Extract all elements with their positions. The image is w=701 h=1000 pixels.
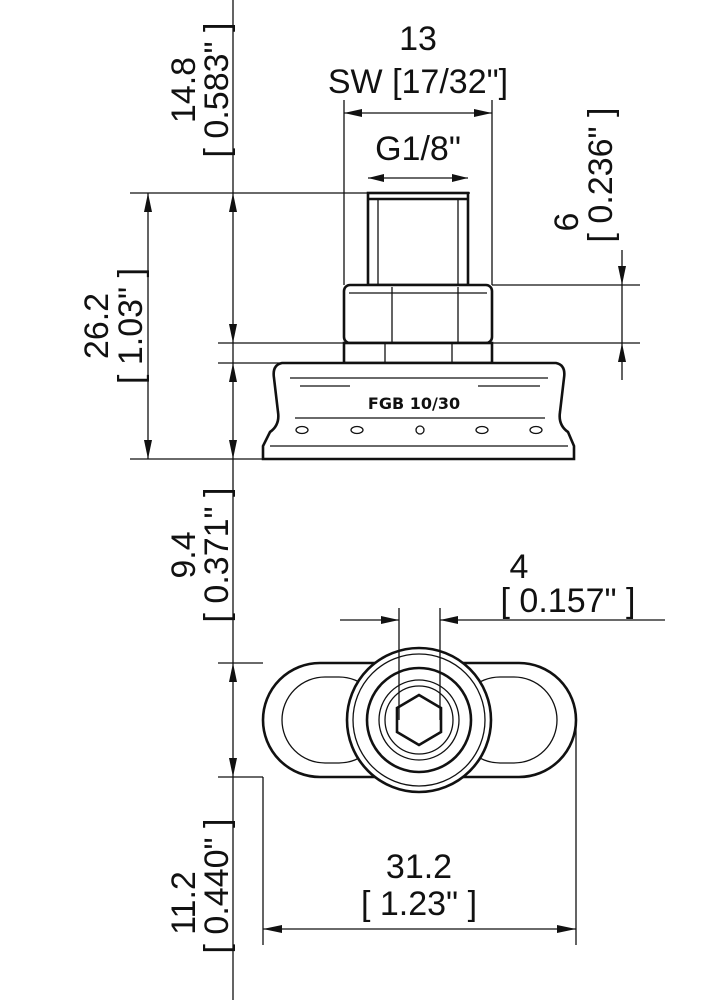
collar: [342, 341, 494, 365]
top-hex-nut: [345, 646, 493, 794]
dim-hex-key-mm: 4: [510, 548, 529, 586]
threaded-stem: [366, 191, 470, 287]
dim-width-in: [ 0.440" ]: [198, 819, 236, 954]
suction-cup-body: [261, 361, 576, 461]
dim-upper-height-in: [ 0.583" ]: [198, 23, 236, 158]
side-dimensions: 13 SW [17/32"] G1/8" 26.2 [ 1.03" ] 14.8…: [78, 0, 640, 1000]
top-view: [261, 646, 578, 794]
dim-top-width-in: SW [17/32"]: [328, 63, 508, 101]
hex-socket: [395, 693, 443, 747]
top-dimensions: 4 [ 0.157" ] 11.2 [ 0.440" ] 31.2 [ 1.23…: [165, 548, 665, 953]
dim-hex-height-in: [ 0.236" ]: [582, 108, 620, 243]
dim-hex-key-in: [ 0.157" ]: [501, 582, 636, 620]
side-view: FGB 10/30: [261, 191, 576, 461]
dim-width-mm: 11.2: [165, 871, 203, 935]
dim-cup-height-in: [ 0.371" ]: [198, 488, 236, 623]
dim-top-width-mm: 13: [399, 20, 437, 58]
part-label: FGB 10/30: [368, 394, 460, 413]
dim-hex-height-mm: 6: [548, 213, 586, 232]
hex-nut: [342, 283, 494, 345]
dim-cup-height-mm: 9.4: [165, 531, 203, 578]
dim-upper-height-mm: 14.8: [165, 57, 203, 123]
dim-total-height-mm: 26.2: [78, 293, 116, 359]
dim-length-mm: 31.2: [386, 848, 452, 886]
dim-total-height-in: [ 1.03" ]: [112, 268, 150, 384]
dim-length-in: [ 1.23" ]: [361, 885, 477, 923]
dim-thread: G1/8": [375, 130, 461, 168]
